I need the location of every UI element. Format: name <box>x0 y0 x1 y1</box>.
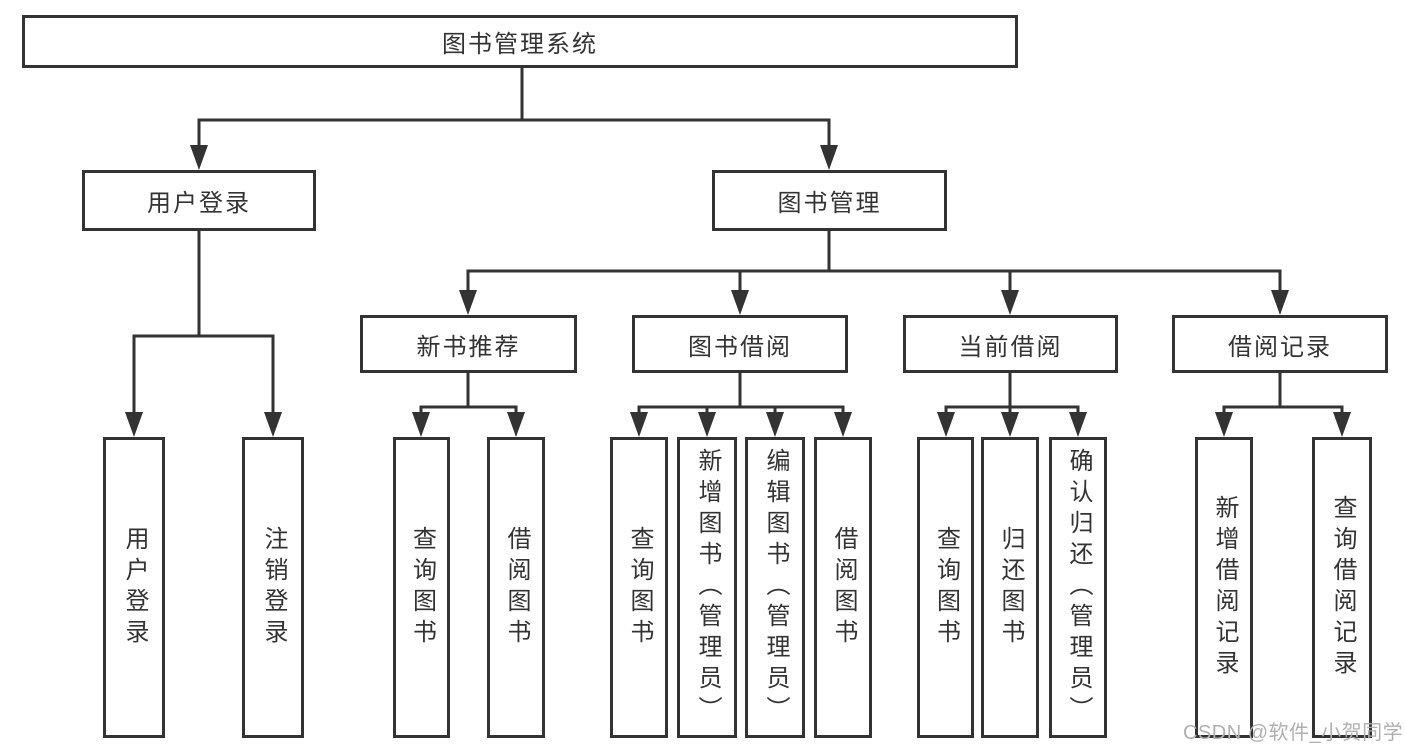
arrowhead-icon <box>412 412 430 437</box>
arrowhead-icon <box>731 290 749 315</box>
connector-user-login-branch <box>132 231 275 414</box>
arrowhead-icon <box>937 412 955 437</box>
leaf-confirm-return-admin: 确认归还（管理员） <box>1049 437 1107 738</box>
connector-book-borrow-branch <box>637 373 845 414</box>
leaf-query-borrow-record: 查询借阅记录 <box>1312 437 1372 738</box>
node-label: 注销登录 <box>260 525 287 650</box>
csdn-watermark: CSDN @软件_小贺同学 <box>1183 722 1404 744</box>
connector-current-borrow-branch <box>944 373 1080 414</box>
node-book-management: 图书管理 <box>712 170 947 231</box>
node-label: 当前借阅 <box>958 333 1063 361</box>
leaf-add-borrow-record: 新增借阅记录 <box>1195 437 1253 738</box>
arrowhead-icon <box>820 145 838 170</box>
leaf-edit-books-admin: 编辑图书（管理员） <box>745 437 805 738</box>
arrowhead-icon <box>190 145 208 170</box>
node-label: 确认归还（管理员） <box>1065 448 1092 727</box>
leaf-user-login: 用户登录 <box>103 437 165 738</box>
leaf-return-books: 归还图书 <box>981 437 1039 738</box>
node-label: 用户登录 <box>147 190 251 217</box>
node-label: 查询图书 <box>626 525 653 650</box>
leaf-logout: 注销登录 <box>242 437 304 738</box>
node-label: 新增借阅记录 <box>1211 494 1238 681</box>
arrowhead-icon <box>264 412 282 437</box>
node-label: 图书借阅 <box>688 333 792 361</box>
arrowhead-icon <box>459 290 477 315</box>
connector-book-management-branch <box>466 231 1282 292</box>
connector-root-to-level2 <box>197 68 831 150</box>
connector-borrow-records-branch <box>1222 373 1344 414</box>
node-label: 查询借阅记录 <box>1329 494 1356 681</box>
leaf-query-books-current: 查询图书 <box>917 437 974 738</box>
node-new-book-recommend: 新书推荐 <box>360 315 577 373</box>
node-label: 图书管理系统 <box>442 31 598 58</box>
arrowhead-icon <box>507 412 525 437</box>
arrowhead-icon <box>125 412 143 437</box>
node-user-login: 用户登录 <box>82 170 316 231</box>
node-borrow-records: 借阅记录 <box>1172 315 1388 373</box>
arrowhead-icon <box>698 412 716 437</box>
arrowhead-icon <box>834 412 852 437</box>
node-label: 借阅图书 <box>830 525 857 650</box>
node-label: 归还图书 <box>997 525 1024 650</box>
leaf-borrow-books-recommend: 借阅图书 <box>487 437 545 738</box>
node-label: 新书推荐 <box>416 333 521 361</box>
node-book-borrow: 图书借阅 <box>632 315 848 373</box>
arrowhead-icon <box>1271 290 1289 315</box>
arrowhead-icon <box>630 412 648 437</box>
arrowhead-icon <box>1001 290 1019 315</box>
arrowhead-icon <box>1333 412 1351 437</box>
leaf-add-books-admin: 新增图书（管理员） <box>677 437 737 738</box>
node-label: 用户登录 <box>121 525 148 650</box>
node-current-borrow: 当前借阅 <box>903 315 1118 373</box>
leaf-query-books-borrow: 查询图书 <box>610 437 668 738</box>
node-label: 查询图书 <box>932 525 960 650</box>
node-library-management-system: 图书管理系统 <box>22 15 1018 68</box>
arrowhead-icon <box>1215 412 1233 437</box>
arrowhead-icon <box>766 412 784 437</box>
node-label: 图书管理 <box>777 190 882 217</box>
node-label: 借阅记录 <box>1228 333 1332 361</box>
leaf-borrow-books: 借阅图书 <box>814 437 872 738</box>
arrowhead-icon <box>1001 412 1019 437</box>
node-label: 新增图书（管理员） <box>694 448 721 727</box>
leaf-query-books-recommend: 查询图书 <box>393 437 450 738</box>
node-label: 借阅图书 <box>503 525 530 650</box>
node-label: 查询图书 <box>408 525 436 650</box>
arrowhead-icon <box>1069 412 1087 437</box>
node-label: 编辑图书（管理员） <box>762 448 789 727</box>
connector-new-book-branch <box>419 373 518 414</box>
